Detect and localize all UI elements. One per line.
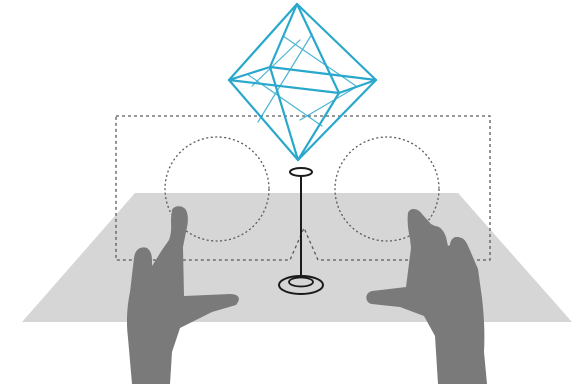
stand-top-ring (289, 167, 313, 177)
stand-base-inner (288, 276, 314, 288)
pedestal-stand (278, 167, 324, 295)
octahedron-hatch-lines (246, 33, 359, 127)
stand-base-outer (278, 275, 324, 295)
left-hand (126, 206, 239, 384)
octahedron-lower-edges (268, 65, 341, 162)
left-lens-circle (164, 136, 270, 242)
viewer-frame-outline (115, 115, 491, 261)
right-lens-circle (334, 136, 440, 242)
octahedron-upper-edges (227, 2, 378, 95)
octahedron-wireframe (227, 2, 378, 162)
right-hand (366, 208, 487, 384)
